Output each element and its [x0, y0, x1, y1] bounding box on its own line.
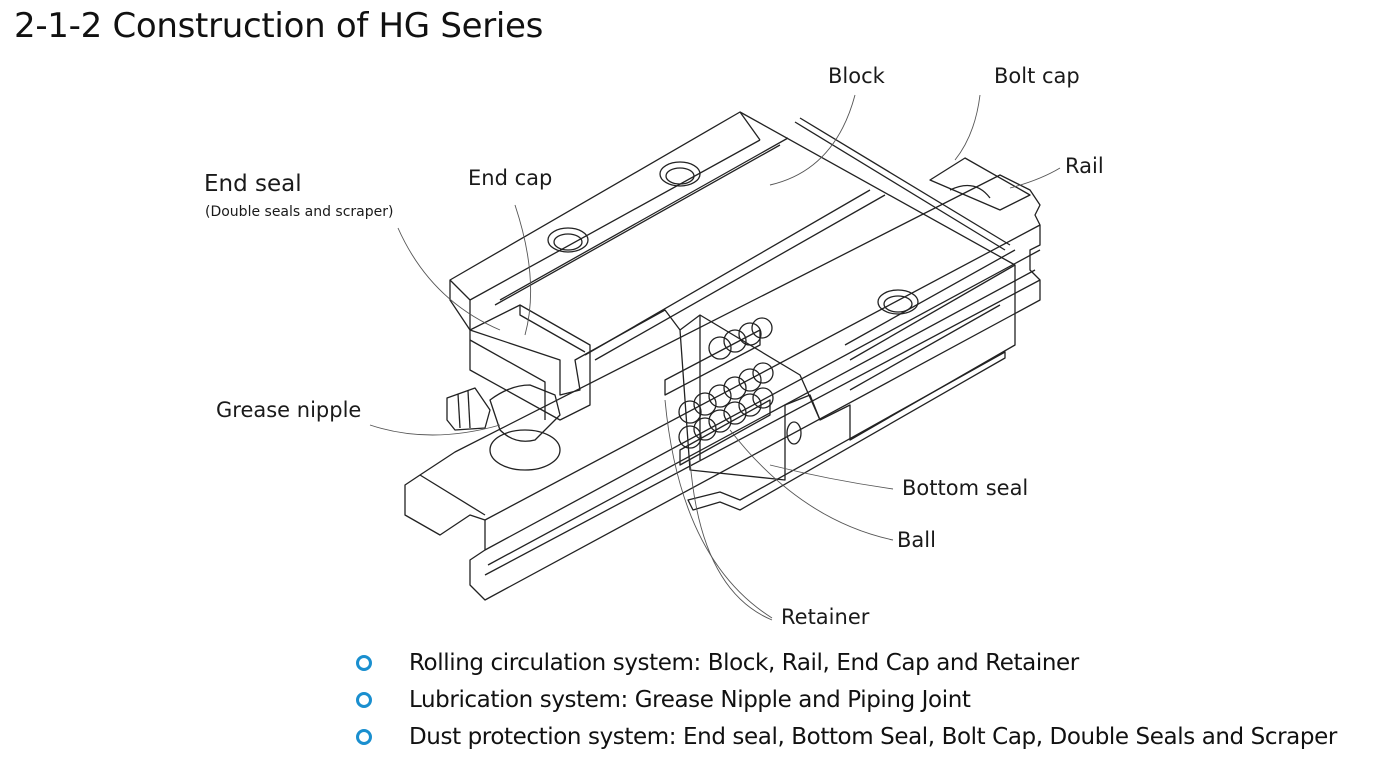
label-rail: Rail — [1065, 154, 1104, 178]
label-end-cap: End cap — [468, 166, 553, 190]
label-bottom-seal: Bottom seal — [902, 476, 1029, 500]
system-list: Rolling circulation system: Block, Rail,… — [356, 646, 1337, 757]
label-end-seal-note: (Double seals and scraper) — [205, 204, 394, 220]
bolt-holes — [547, 161, 919, 315]
label-retainer: Retainer — [781, 605, 870, 629]
label-grease-nipple: Grease nipple — [216, 398, 362, 422]
ring-bullet-icon — [356, 655, 372, 671]
system-item-dust-protection: Dust protection system: End seal, Bottom… — [356, 720, 1337, 757]
ring-bullet-icon — [356, 729, 372, 745]
system-item-text: Rolling circulation system: Block, Rail,… — [409, 650, 1079, 676]
label-end-seal: End seal — [204, 171, 302, 197]
label-ball: Ball — [897, 528, 936, 552]
system-item-lubrication: Lubrication system: Grease Nipple and Pi… — [356, 683, 1337, 720]
system-item-text: Dust protection system: End seal, Bottom… — [409, 724, 1337, 750]
end-cap-drawing — [469, 304, 591, 421]
grease-nipple-drawing — [446, 384, 561, 471]
bolt-cap-drawing — [929, 157, 1031, 211]
bottom-seal-drawing — [687, 351, 1006, 511]
system-item-rolling-circulation: Rolling circulation system: Block, Rail,… — [356, 646, 1337, 683]
page-title: 2-1-2 Construction of HG Series — [14, 6, 544, 46]
rail-drawing — [404, 174, 1041, 601]
block-drawing — [449, 111, 1016, 481]
ring-bullet-icon — [356, 692, 372, 708]
label-block: Block — [828, 64, 885, 88]
retainer-and-balls — [664, 317, 802, 466]
leader-lines — [369, 94, 1061, 621]
system-item-text: Lubrication system: Grease Nipple and Pi… — [409, 687, 971, 713]
label-bolt-cap: Bolt cap — [994, 64, 1080, 88]
